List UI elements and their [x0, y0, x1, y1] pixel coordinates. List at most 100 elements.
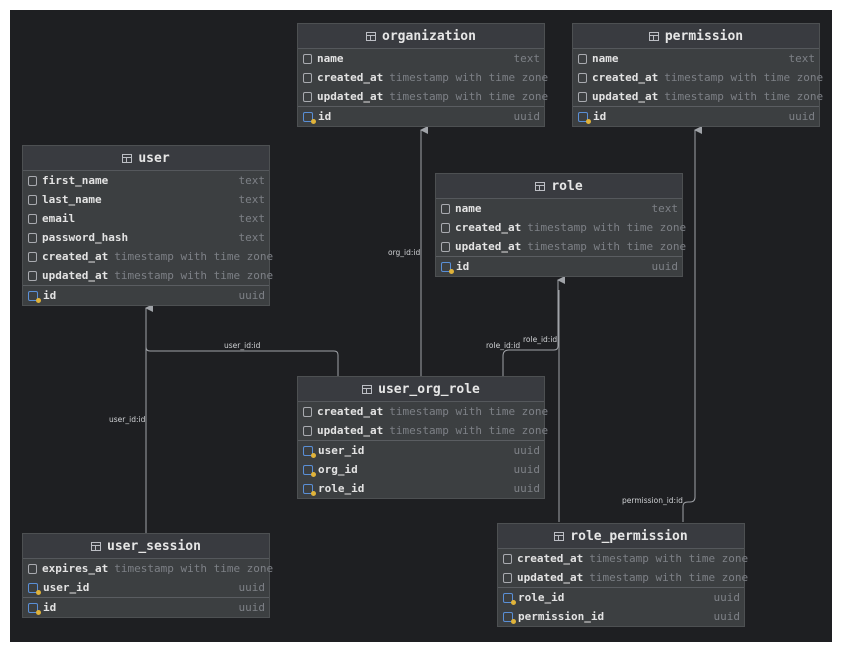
table-title: role_permission	[570, 528, 688, 544]
primary-key-icon	[578, 111, 591, 124]
column-icon	[28, 251, 37, 262]
column-icon	[503, 553, 512, 564]
column-type: timestamp with time zone	[389, 424, 549, 437]
column-name: id	[593, 110, 607, 123]
table-header[interactable]: role	[436, 174, 682, 199]
column-name: created_at	[517, 552, 584, 565]
column-type: uuid	[788, 110, 816, 123]
primary-key-icon	[303, 111, 316, 124]
column-name: id	[456, 260, 470, 273]
column-type: text	[238, 231, 266, 244]
table-title: user	[138, 150, 170, 166]
column-icon	[28, 213, 37, 224]
column-type: text	[238, 193, 266, 206]
table-header[interactable]: user_session	[23, 534, 269, 559]
key-row[interactable]: role_id uuid	[298, 479, 544, 498]
column-row[interactable]: email text	[23, 209, 269, 228]
column-type: uuid	[513, 482, 541, 495]
key-row[interactable]: id uuid	[573, 107, 819, 126]
table-header[interactable]: permission	[573, 24, 819, 49]
column-icon	[441, 203, 450, 214]
column-icon	[441, 222, 450, 233]
column-name: created_at	[592, 71, 659, 84]
column-type: timestamp with time zone	[664, 90, 824, 103]
table-header[interactable]: role_permission	[498, 524, 744, 549]
table-user-org-role[interactable]: user_org_role created_at timestamp with t…	[297, 376, 548, 499]
table-header[interactable]: user	[23, 146, 269, 171]
column-type: text	[238, 212, 266, 225]
foreign-key-icon	[303, 483, 316, 496]
column-type: timestamp with time zone	[589, 552, 749, 565]
key-divider	[23, 597, 269, 598]
key-divider	[298, 440, 544, 441]
column-type: uuid	[513, 110, 541, 123]
column-row[interactable]: updated_at timestamp with time zone	[298, 87, 548, 106]
column-name: name	[455, 202, 482, 215]
column-icon	[578, 53, 587, 64]
table-header[interactable]: organization	[298, 24, 544, 49]
column-row[interactable]: name text	[436, 199, 682, 218]
column-name: updated_at	[317, 90, 384, 103]
column-name: created_at	[42, 250, 109, 263]
key-divider	[498, 587, 744, 588]
column-row[interactable]: created_at timestamp with time zone	[298, 402, 548, 421]
edge-label-org: org_id:id	[388, 248, 421, 257]
column-name: updated_at	[42, 269, 109, 282]
column-type: timestamp with time zone	[389, 405, 549, 418]
column-name: updated_at	[517, 571, 584, 584]
table-role-permission[interactable]: role_permission created_at timestamp with…	[497, 523, 748, 627]
column-name: role_id	[318, 482, 365, 495]
table-title: user_org_role	[378, 381, 480, 397]
edge-label-role-rp: role_id:id	[523, 335, 558, 344]
edge-label-role-uor: role_id:id	[486, 341, 521, 350]
column-type: text	[651, 202, 679, 215]
column-name: id	[43, 289, 57, 302]
key-divider	[436, 256, 682, 257]
column-name: id	[43, 601, 57, 614]
column-icon	[578, 72, 587, 83]
column-type: text	[238, 174, 266, 187]
column-icon	[441, 241, 450, 252]
table-header[interactable]: user_org_role	[298, 377, 544, 402]
column-name: email	[42, 212, 76, 225]
column-row[interactable]: created_at timestamp with time zone	[498, 549, 748, 568]
primary-key-icon	[28, 602, 41, 615]
key-divider	[573, 106, 819, 107]
column-type: timestamp with time zone	[389, 90, 549, 103]
table-icon	[362, 384, 373, 394]
column-name: created_at	[317, 405, 384, 418]
column-icon	[28, 563, 37, 574]
column-icon	[303, 72, 312, 83]
column-name: user_id	[43, 581, 90, 594]
column-type: timestamp with time zone	[527, 221, 687, 234]
